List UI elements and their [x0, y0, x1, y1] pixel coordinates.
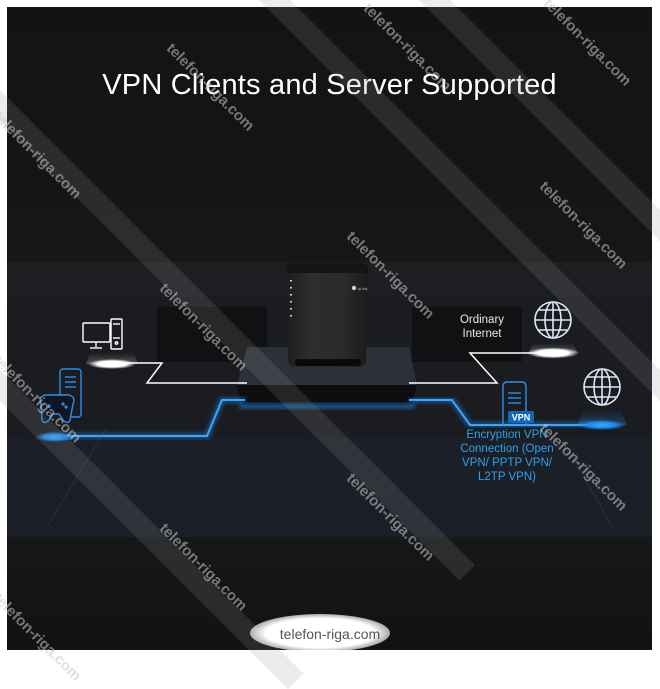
globe-icon-vpn — [583, 368, 621, 406]
label-line: VPN/ PPTP VPN/ — [462, 457, 552, 469]
desktop-computer-icon — [82, 318, 123, 350]
gaming-glow — [35, 432, 75, 442]
router-led-indicators — [290, 280, 292, 317]
router-device — [286, 263, 368, 367]
page-title: VPN Clients and Server Supported — [102, 69, 557, 101]
gamepad-pc-icon — [39, 368, 82, 424]
encryption-vpn-label: Encryption VPN Connection (Open VPN/ PPT… — [447, 428, 567, 484]
footer-site-label: telefon-riga.com — [279, 626, 381, 642]
footer-glow — [250, 614, 390, 652]
server-icon — [502, 381, 527, 425]
label-line: Encryption VPN — [466, 429, 548, 441]
tplink-logo-icon — [351, 285, 357, 291]
vpn-badge-label: VPN — [512, 413, 531, 423]
promo-panel: tp-link — [7, 7, 652, 650]
network-scene: tp-link — [7, 262, 652, 537]
router-brand-logo: tp-link — [358, 287, 368, 291]
vpn-connection-lines — [47, 397, 607, 439]
desktop-glow — [88, 359, 136, 369]
label-line: Internet — [462, 328, 502, 340]
globe-vpn-glow — [578, 420, 626, 430]
globe-ordinary-glow — [527, 347, 579, 359]
ordinary-connection-lines — [125, 352, 542, 384]
router-platform — [237, 347, 417, 409]
label-line: Ordinary — [459, 314, 505, 326]
label-line: L2TP VPN) — [478, 471, 536, 483]
globe-icon-ordinary — [534, 301, 572, 339]
label-line: Connection (Open — [460, 443, 554, 455]
ordinary-internet-label: Ordinary Internet — [447, 313, 517, 341]
vpn-badge — [508, 411, 534, 423]
